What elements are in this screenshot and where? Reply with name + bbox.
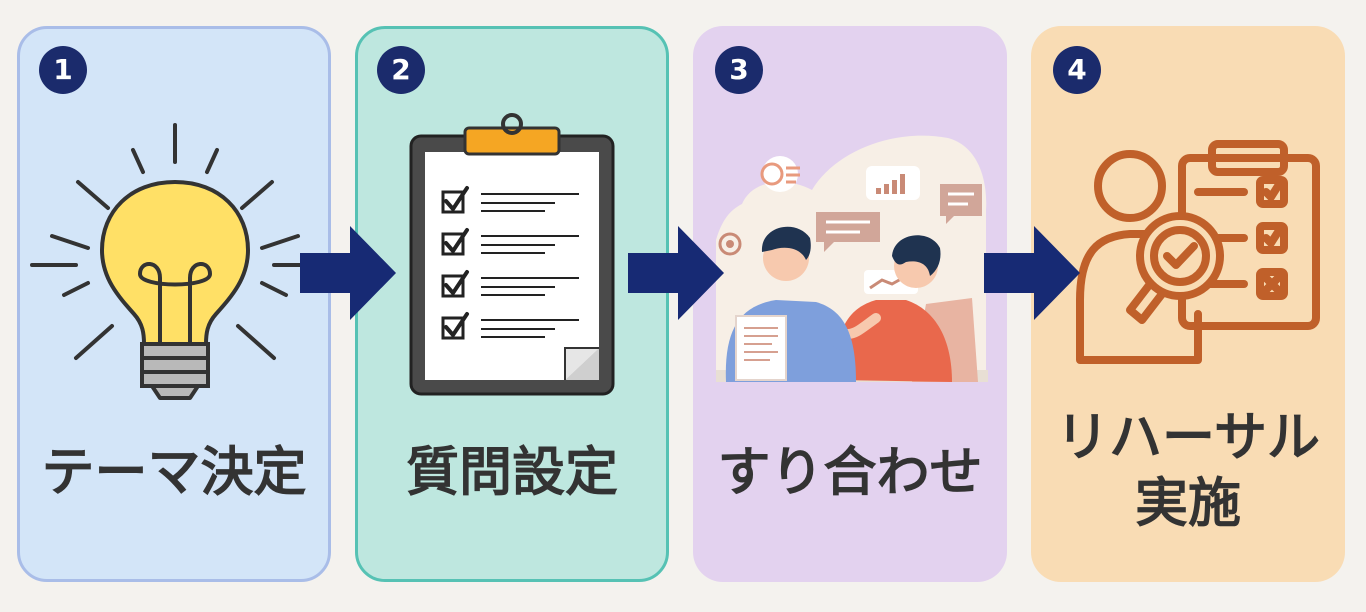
meeting-discussion-icon [716,135,988,382]
step-label-1: テーマ決定 [17,440,331,506]
step-label-3-line-1: すり合わせ [717,442,983,503]
step-number-badge-2: 2 [377,46,425,94]
step-label-3: すり合わせ [693,440,1007,506]
step-number-badge-1: 1 [39,46,87,94]
lightbulb-icon [30,123,320,400]
step-number-badge-4: 4 [1053,46,1101,94]
person-checklist-magnifier-icon [1076,140,1320,364]
step-label-2: 質問設定 [355,440,669,506]
right-arrow-icon [628,226,724,320]
step-label-4-line-1: リハーサル [1056,407,1320,468]
clipboard-checklist-icon [409,113,615,396]
step-label-4: リハーサル 実施 [1031,405,1345,537]
step-label-1-line-1: テーマ決定 [41,442,307,503]
right-arrow-icon [984,226,1080,320]
step-number-badge-3: 3 [715,46,763,94]
right-arrow-icon [300,226,396,320]
step-label-4-line-2: 実施 [1135,473,1241,534]
step-label-2-line-1: 質問設定 [406,442,618,503]
